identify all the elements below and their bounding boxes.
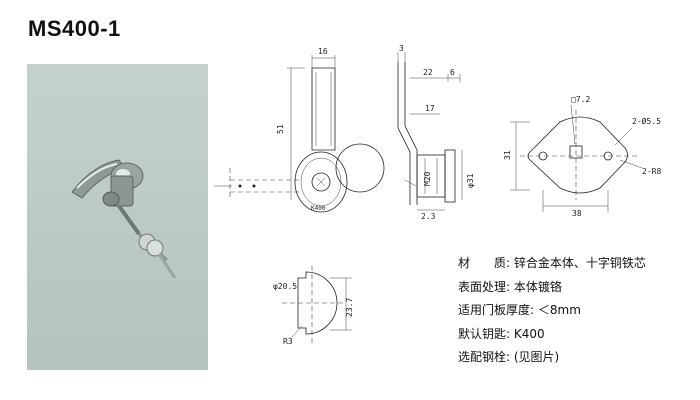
side-diameter-label: φ31 — [466, 173, 475, 188]
spec-row-key: 默认钥匙: K400 — [458, 323, 646, 347]
cut-radius-label: R3 — [283, 337, 293, 346]
cam-length-label: 38 — [572, 209, 582, 218]
svg-text:K400: K400 — [311, 205, 326, 212]
side-m-label: M20 — [423, 171, 432, 186]
spec-label: 材 质: — [458, 256, 511, 270]
spec-label: 默认钥匙: — [458, 326, 511, 341]
side-gap-label: 2.3 — [421, 212, 436, 221]
product-photo — [27, 64, 208, 370]
front-view: 16 51 K400 — [214, 47, 385, 213]
cam-hole-label: 2-Ø5.5 — [632, 116, 661, 126]
product-title: MS400-1 — [28, 16, 121, 41]
spec-row-thickness: 适用门板厚度: ＜8mm — [458, 299, 646, 323]
cut-height-label: 23.7 — [345, 298, 354, 317]
spec-label: 选配钢栓: — [458, 350, 511, 364]
lock-photo-illustration — [71, 159, 177, 279]
cut-diameter-label: φ20.5 — [273, 282, 297, 291]
front-height-label: 51 — [276, 124, 285, 134]
cam-view: □7.2 2-Ø5.5 2-R8 31 38 — [503, 95, 661, 218]
spec-value: 本体镀铬 — [513, 279, 562, 294]
cutout-view: φ20.5 23.7 R3 — [273, 266, 354, 346]
side-length-label: 22 — [423, 68, 433, 77]
side-tab-label: 6 — [450, 68, 455, 77]
side-depth-label: 17 — [425, 104, 435, 113]
side-view: 3 22 6 17 M20 φ31 2.3 — [397, 44, 475, 221]
spec-list: 材 质: 锌合金本体、十字铜铁芯 表面处理: 本体镀铬 适用门板厚度: ＜8mm… — [458, 252, 646, 370]
side-plate-label: 3 — [399, 44, 404, 53]
cam-radius-label: 2-R8 — [642, 167, 661, 176]
cam-square-label: □7.2 — [571, 95, 590, 104]
spec-label: 表面处理: — [458, 279, 511, 294]
spec-row-surface: 表面处理: 本体镀铬 — [458, 276, 646, 300]
spec-value: (见图片) — [513, 350, 560, 364]
spec-row-material: 材 质: 锌合金本体、十字铜铁芯 — [458, 252, 646, 276]
spec-value: ＜8mm — [537, 303, 581, 317]
spec-row-bolt: 选配钢栓: (见图片) — [458, 346, 646, 370]
cam-height-label: 31 — [503, 150, 512, 160]
spec-label: 适用门板厚度: — [458, 303, 535, 317]
spec-value: K400 — [513, 326, 545, 341]
front-width-label: 16 — [318, 47, 328, 56]
spec-value: 锌合金本体、十字铜铁芯 — [513, 256, 646, 270]
